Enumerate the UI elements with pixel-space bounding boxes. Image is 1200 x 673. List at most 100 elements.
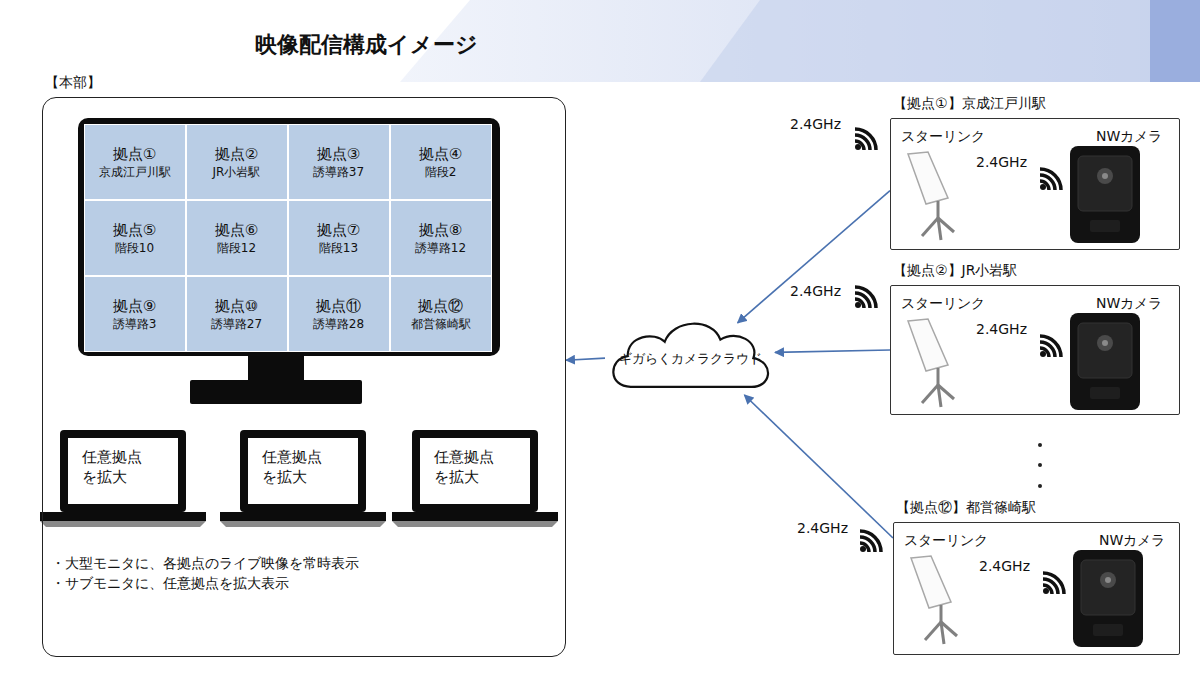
device-label: スターリンク [901,128,985,146]
monitor [78,118,500,404]
monitor-cell: 拠点⑫都営篠崎駅 [390,276,492,352]
header-band [400,0,1200,82]
site-equipment [855,129,1143,647]
device-label: NWカメラ [1096,295,1162,313]
note-text: ・大型モニタに、各拠点のライブ映像を常時表示 [51,555,359,573]
site-number: 拠点③ [317,144,360,164]
site-name: 階段10 [115,240,154,256]
laptop-base [220,521,386,527]
site-number: 拠点④ [419,144,462,164]
starlink-dish [908,152,954,240]
site-name: 都営篠崎駅 [411,316,471,332]
laptop-base [392,512,558,521]
monitor-cell: 拠点⑤階段10 [84,200,186,276]
site-number: 拠点⑦ [317,220,360,240]
monitor-cell: 拠点④階段2 [390,124,492,200]
site-number: 拠点⑥ [215,220,258,240]
monitor-cell: 拠点②JR小岩駅 [186,124,288,200]
wifi-symbol [1040,169,1061,190]
frequency-label: 2.4GHz [976,321,1027,337]
wifi-symbol [860,531,881,552]
device-label: NWカメラ [1096,128,1162,146]
box-heading: 【本部】 [45,74,101,92]
sub-monitor-screen: 任意拠点 を拡大 [248,438,358,504]
connector-arrow [744,395,893,538]
site-number: 拠点② [215,144,258,164]
site-name: 階段2 [425,164,457,180]
device-label: スターリンク [904,532,988,550]
site-name: 誘導路37 [313,164,364,180]
network-camera [1070,313,1140,410]
frequency-label: 2.4GHz [797,520,848,536]
monitor-cell: 拠点①京成江戸川駅 [84,124,186,200]
connector-arrow [566,358,605,360]
headquarters-box: 拠点①京成江戸川駅拠点②JR小岩駅拠点③誘導路37拠点④階段2拠点⑤階段10拠点… [42,97,566,657]
site-name: 誘導路3 [113,316,157,332]
site-name: 誘導路12 [415,240,466,256]
cloud-service: ギガらくカメラクラウド [605,313,775,395]
network-camera [1070,146,1140,243]
frequency-label: 2.4GHz [790,116,841,132]
site-number: 拠点⑤ [113,220,156,240]
wifi-symbol [855,287,876,308]
wifi-symbol [1040,336,1061,357]
ellipsis-dot [1038,463,1042,467]
device-label: NWカメラ [1099,532,1165,550]
device-label: スターリンク [901,295,985,313]
site-name: 誘導路27 [211,316,262,332]
laptop-screen [60,430,186,512]
site-name: 京成江戸川駅 [99,164,171,180]
monitor-cell: 拠点⑪誘導路28 [288,276,390,352]
ellipsis-dot [1038,484,1042,488]
monitor-cell: 拠点⑦階段13 [288,200,390,276]
site-name: 階段12 [217,240,256,256]
node-label: ギガらくカメラクラウド [605,351,775,368]
site-number: 拠点⑩ [215,296,258,316]
ellipsis-dots [1038,443,1042,488]
site-heading: 【拠点⑫】都営篠崎駅 [896,499,1036,517]
site-heading: 【拠点②】JR小岩駅 [893,262,1017,280]
monitor-cell: 拠点⑧誘導路12 [390,200,492,276]
wifi-symbol [1043,573,1064,594]
laptop-base [392,521,558,527]
sub-monitor-screen: 任意拠点 を拡大 [420,438,530,504]
sub-monitor-screen: 任意拠点 を拡大 [68,438,178,504]
site-name: 誘導路28 [313,316,364,332]
wifi-symbol [855,129,876,150]
header-band [1150,0,1200,82]
note-text: ・サブモニタに、任意拠点を拡大表示 [51,575,289,593]
starlink-dish [911,556,957,644]
site-number: 拠点① [113,144,156,164]
connector-arrow [738,191,890,323]
site-number: 拠点⑧ [419,220,462,240]
monitor-cell: 拠点③誘導路37 [288,124,390,200]
laptop-screen [412,430,538,512]
monitor-cell: 拠点⑨誘導路3 [84,276,186,352]
monitor-cell: 拠点⑥階段12 [186,200,288,276]
network-camera [1073,550,1143,647]
site-number: 拠点⑫ [418,296,463,316]
site-number: 拠点⑨ [113,296,156,316]
frequency-label: 2.4GHz [979,558,1030,574]
site-heading: 【拠点①】京成江戸川駅 [893,95,1046,113]
frequency-label: 2.4GHz [976,154,1027,170]
site-name: JR小岩駅 [213,164,261,180]
site-box: 【拠点①】京成江戸川駅スターリンク2.4GHzNWカメラ [890,118,1180,250]
laptops [40,430,558,527]
laptop-base [40,512,206,521]
node-label: 任意拠点 を拡大 [434,447,506,487]
site-box: 【拠点⑫】都営篠崎駅スターリンク2.4GHzNWカメラ [893,522,1180,655]
header-band [400,0,1200,82]
site-name: 階段13 [319,240,358,256]
node-label: 任意拠点 を拡大 [262,447,334,487]
header-band [700,0,1150,82]
connector-arrow [775,350,890,352]
laptop-base [220,512,386,521]
ellipsis-dot [1038,443,1042,447]
laptop-screen [240,430,366,512]
laptop-base [40,521,206,527]
starlink-dish [908,319,954,407]
monitor-stand [248,356,304,382]
node-label: 任意拠点 を拡大 [82,447,154,487]
site-number: 拠点⑪ [316,296,361,316]
